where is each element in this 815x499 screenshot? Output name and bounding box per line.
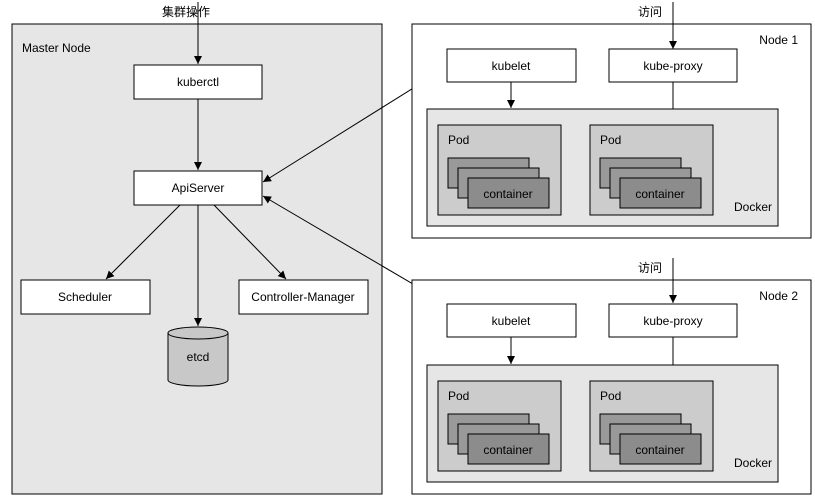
master-node-title: Master Node — [22, 41, 91, 55]
node-1-pod-1: Pod container — [437, 124, 562, 216]
node-1-kubelet-box — [446, 48, 577, 83]
node-2-kubelet-box — [446, 303, 577, 338]
node-2-pod-2: Pod container — [589, 380, 714, 472]
arrow-apiserver-to-controller — [213, 204, 287, 280]
etcd-label: etcd — [187, 350, 210, 364]
container-label: container — [483, 443, 532, 457]
apiserver-label: ApiServer — [172, 181, 225, 195]
node-1-kube-proxy-label: kube-proxy — [643, 59, 702, 73]
etcd-cylinder: etcd — [167, 326, 229, 387]
kubectl-box — [133, 64, 263, 100]
node-2-access-label: 访问 — [638, 261, 662, 275]
node-2-kube-proxy-box — [608, 303, 738, 338]
container-box — [619, 433, 702, 465]
container-box — [467, 433, 550, 465]
node-1-access-label: 访问 — [638, 5, 662, 19]
node-1-kubelet-label: kubelet — [492, 59, 531, 73]
node-2-title: Node 2 — [759, 289, 798, 303]
node-2-pod-1: Pod container — [437, 380, 562, 472]
container-box — [619, 177, 702, 209]
container-label: container — [483, 187, 532, 201]
kubectl-label: kuberctl — [177, 75, 219, 89]
master-node: Master Node kuberctl ApiServer Scheduler… — [11, 23, 383, 495]
node-1-pod-2: Pod container — [589, 124, 714, 216]
node-2: Node 2 访问 kubelet kube-proxy Docker Pod … — [411, 258, 812, 495]
node-2-kubelet-label: kubelet — [492, 314, 531, 328]
node-1-title: Node 1 — [759, 33, 798, 47]
node-1-kube-proxy-box — [608, 48, 738, 83]
container-label: container — [635, 187, 684, 201]
controller-manager-box — [238, 279, 369, 315]
pod-label: Pod — [600, 389, 621, 403]
scheduler-box — [20, 279, 151, 315]
apiserver-box — [133, 170, 263, 206]
container-box — [467, 177, 550, 209]
controller-manager-label: Controller-Manager — [251, 290, 354, 304]
master-node-panel — [11, 23, 383, 495]
node-2-docker-label: Docker — [734, 456, 772, 470]
node-1-docker-label: Docker — [734, 200, 772, 214]
cluster-operation-label: 集群操作 — [162, 4, 210, 19]
pod-label: Pod — [448, 133, 469, 147]
container-label: container — [635, 443, 684, 457]
pod-label: Pod — [600, 133, 621, 147]
scheduler-label: Scheduler — [58, 290, 112, 304]
pod-label: Pod — [448, 389, 469, 403]
arrow-apiserver-to-scheduler — [105, 204, 181, 280]
node-1: Node 1 访问 kubelet kube-proxy Docker Pod … — [411, 2, 812, 239]
node-2-kube-proxy-label: kube-proxy — [643, 314, 702, 328]
